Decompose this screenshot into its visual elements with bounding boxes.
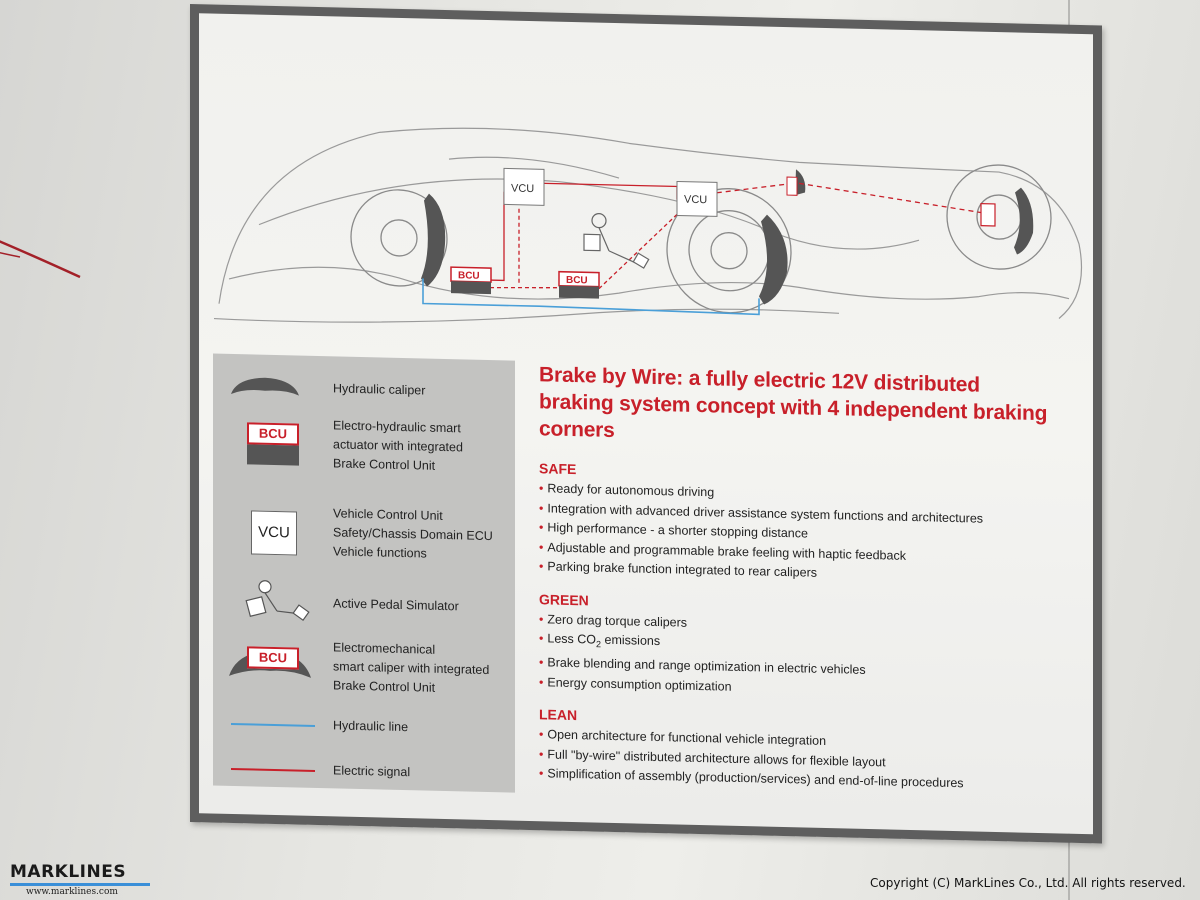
legend-label-hydraulic-caliper: Hydraulic caliper [333, 381, 426, 398]
pedal-simulator-diagram [583, 213, 650, 269]
section-green: GREEN •Zero drag torque calipers •Less C… [539, 591, 1059, 705]
legend-row-electro-hydraulic-actuator: BCU Electro-hydraulic smart actuator wit… [213, 414, 515, 473]
bcu-box-rear-top [786, 176, 798, 196]
logo-bar [10, 883, 150, 886]
info-panel: VCU VCU BCU BCU [190, 4, 1102, 844]
legend-label-pedal-simulator: Active Pedal Simulator [333, 596, 459, 614]
electric-signal-lines [468, 182, 990, 290]
logo-url: www.marklines.com [26, 887, 118, 897]
legend-label-vcu: Vehicle Control Unit Safety/Chassis Doma… [333, 506, 493, 561]
bullet-list-lean: •Open architecture for functional vehicl… [539, 725, 1059, 796]
legend-row-pedal-simulator: Active Pedal Simulator [213, 578, 515, 622]
section-safe: SAFE •Ready for autonomous driving •Inte… [539, 460, 1059, 589]
bcu-icon: BCU [247, 646, 299, 670]
bcu-text-mid: BCU [566, 275, 588, 287]
electric-signal-swatch [231, 767, 315, 772]
pedal-simulator-icon [245, 580, 310, 622]
legend-row-hydraulic-caliper: Hydraulic caliper [213, 372, 515, 398]
legend-row-electric-signal: Electric signal [213, 759, 515, 779]
bcu-box-mid: BCU [558, 270, 600, 299]
hydraulic-caliper-rear [759, 214, 788, 305]
bcu-box-rear-far [980, 203, 996, 227]
actuator-body-icon [247, 444, 299, 466]
headline: Brake by Wire: a fully electric 12V dist… [539, 363, 1048, 443]
hydraulic-line-swatch [231, 722, 315, 727]
bullet-list-green: •Zero drag torque calipers •Less CO2 emi… [539, 610, 1059, 705]
legend-label-electro-hydraulic-actuator: Electro-hydraulic smart actuator with in… [333, 418, 463, 473]
legend-row-electromechanical-caliper: BCU Electromechanical smart caliper with… [213, 636, 515, 695]
wall-streak [0, 240, 81, 279]
vcu-text-front: VCU [511, 183, 534, 196]
description-column: Brake by Wire: a fully electric 12V dist… [539, 361, 1059, 810]
vcu-icon: VCU [251, 510, 297, 556]
car-diagram: VCU VCU BCU BCU [213, 127, 1083, 323]
legend-row-vcu: VCU Vehicle Control Unit Safety/Chassis … [213, 502, 515, 561]
legend-row-hydraulic-line: Hydraulic line [213, 714, 515, 734]
legend-label-electric-signal: Electric signal [333, 763, 411, 780]
front-wheel [350, 189, 448, 287]
rear-caliper-far [1014, 187, 1034, 255]
hydraulic-caliper-front [421, 193, 446, 287]
marklines-logo: MARKLINES www.marklines.com [10, 862, 150, 897]
bcu-icon: BCU [247, 422, 299, 446]
hydraulic-line-path [422, 278, 760, 316]
legend-label-hydraulic-line: Hydraulic line [333, 718, 409, 735]
copyright-notice: Copyright (C) MarkLines Co., Ltd. All ri… [870, 876, 1186, 890]
hydraulic-caliper-icon [231, 377, 299, 396]
logo-name: MARKLINES [10, 862, 127, 882]
vcu-box-rear: VCU [676, 180, 718, 217]
bullet-list-safe: •Ready for autonomous driving •Integrati… [539, 479, 1059, 589]
bcu-text-front: BCU [458, 270, 480, 282]
vcu-text-rear: VCU [684, 194, 707, 207]
bcu-box-front: BCU [450, 266, 492, 295]
car-outline [213, 127, 1083, 323]
rear-caliper-mid [795, 169, 806, 196]
vcu-box-front: VCU [503, 167, 545, 206]
legend-panel: Hydraulic caliper BCU Electro-hydraulic … [213, 353, 515, 793]
legend-label-electromechanical-caliper: Electromechanical smart caliper with int… [333, 640, 490, 695]
rear-right-wheel [946, 164, 1052, 270]
section-lean: LEAN •Open architecture for functional v… [539, 706, 1059, 796]
